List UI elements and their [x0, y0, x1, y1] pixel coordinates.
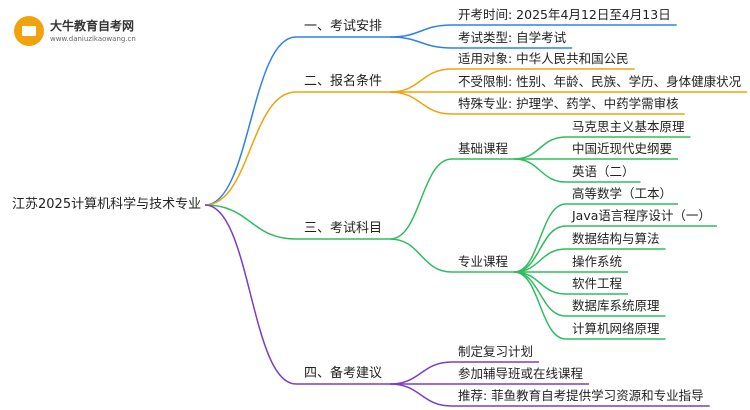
link-node-english [514, 158, 567, 183]
branch-prep-advice: 四、备考建议 [304, 366, 383, 381]
link-root-branch-subjects [205, 204, 297, 240]
link-node-special-majors [390, 91, 453, 115]
node-exam-time: 开考时间: 2025年4月12日至4月13日 [458, 7, 671, 22]
node-special-majors: 特殊专业: 护理学、药学、中药学需审核 [458, 96, 679, 111]
node-data-structures: 数据结构与算法 [572, 231, 660, 246]
link-node-java [513, 225, 567, 273]
root-topic: 江苏2025计算机科学与技术专业 [12, 197, 202, 212]
branch-exam-schedule: 一、考试安排 [304, 19, 383, 34]
link-root-branch-prep-advice [205, 204, 297, 385]
link-node-basic-courses [389, 158, 453, 240]
link-node-eligible [390, 68, 453, 93]
link-node-database [513, 271, 567, 317]
link-node-exam-time [390, 24, 453, 38]
link-node-study-plan [390, 361, 453, 385]
book-logo-icon [14, 16, 44, 46]
link-node-major-courses [390, 238, 453, 273]
node-software-eng: 软件工程 [572, 276, 623, 291]
link-node-recommendation [390, 383, 453, 407]
node-major-courses: 专业课程 [458, 254, 509, 269]
node-study-plan: 制定复习计划 [458, 344, 534, 359]
link-node-exam-type [390, 36, 453, 49]
link-node-math [513, 203, 567, 273]
node-java: Java语言程序设计（一） [572, 208, 711, 223]
node-tutoring: 参加辅导班或在线课程 [458, 366, 584, 381]
link-root-branch-registration [205, 91, 297, 206]
node-network: 计算机网络原理 [572, 321, 660, 336]
node-english: 英语（二） [572, 164, 635, 179]
branch-subjects: 三、考试科目 [304, 221, 383, 236]
link-node-software-eng [514, 271, 567, 295]
link-node-network [513, 271, 567, 340]
link-node-marxism [514, 136, 567, 160]
logo-site: www.daniuzikaowang.cn [50, 35, 136, 43]
link-root-branch-exam-schedule [205, 36, 297, 206]
node-math: 高等数学（工本） [572, 186, 673, 201]
link-node-data-structures [514, 248, 567, 273]
node-eligible: 适用对象: 中华人民共和国公民 [458, 51, 629, 66]
node-unrestricted: 不受限制: 性别、年龄、民族、学历、身体健康状况 [458, 74, 742, 89]
node-recommendation: 推荐: 菲鱼教育自考提供学习资源和专业指导 [458, 388, 704, 403]
node-os: 操作系统 [572, 254, 623, 269]
branch-registration: 二、报名条件 [304, 74, 383, 89]
node-marxism: 马克思主义基本原理 [572, 119, 685, 134]
node-modern-history: 中国近现代史纲要 [572, 141, 673, 156]
logo-name: 大牛教育自考网 [50, 19, 135, 33]
node-exam-type: 考试类型: 自学考试 [458, 30, 567, 45]
site-logo: 大牛教育自考网 www.daniuzikaowang.cn [14, 14, 164, 48]
node-basic-courses: 基础课程 [458, 141, 509, 156]
node-database: 数据库系统原理 [572, 298, 660, 313]
